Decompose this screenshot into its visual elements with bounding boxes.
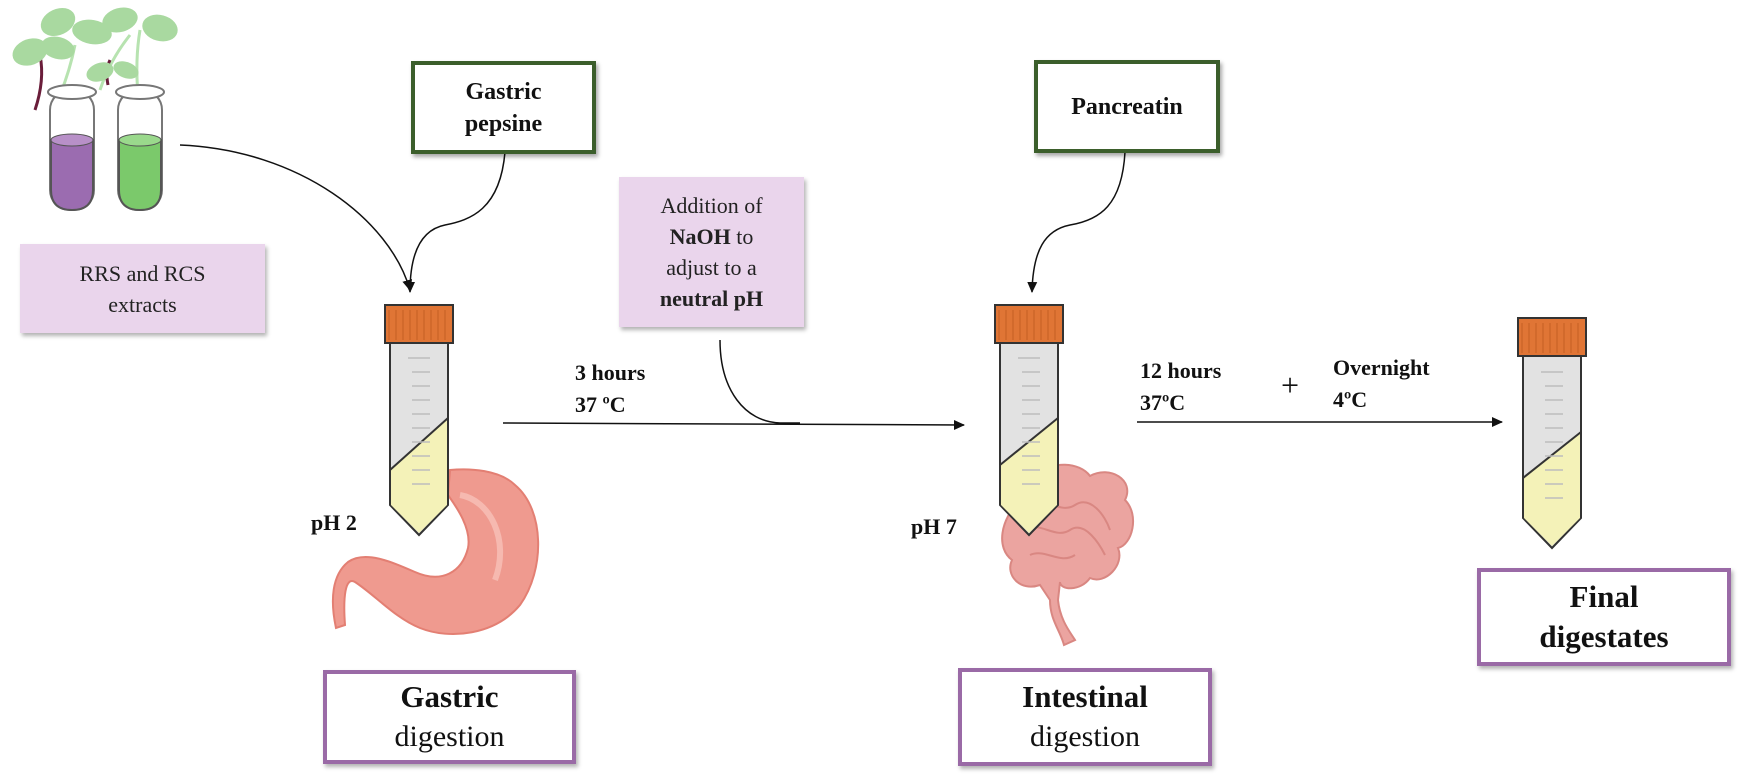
ph-gastric: pH 2 xyxy=(311,510,357,535)
gastric-tube-icon xyxy=(384,304,454,537)
naoh-note-naoh: NaOH xyxy=(669,224,731,249)
gastric-pepsine-line2: pepsine xyxy=(464,110,543,137)
plus-sign: + xyxy=(1281,367,1300,403)
naoh-note-line2: NaOH to xyxy=(670,221,754,252)
naoh-note-box: Addition of NaOH to adjust to a neutral … xyxy=(619,177,804,327)
naoh-note-to: to xyxy=(730,224,754,249)
intestinal-digestion-subtitle: digestion xyxy=(1030,720,1140,753)
naoh-note-line1: Addition of xyxy=(660,193,763,218)
gastric-pepsine-box: Gastric pepsine xyxy=(411,61,596,154)
ph-intestinal: pH 7 xyxy=(911,514,957,539)
stomach-icon xyxy=(331,468,540,635)
extracts-icon xyxy=(12,7,178,212)
pancreatin-box: Pancreatin xyxy=(1034,60,1220,153)
naoh-arrow xyxy=(719,339,800,424)
gastric-digestion-subtitle: digestion xyxy=(394,720,505,753)
extracts-arrow xyxy=(179,144,413,291)
gastric-to-intestinal-arrow xyxy=(502,419,965,430)
final-tube-icon xyxy=(1517,317,1587,550)
pancreatin-arrow xyxy=(1027,151,1126,293)
extracts-label: RRS and RCS extracts xyxy=(79,260,206,317)
intestinal-digestion-box: Intestinal digestion xyxy=(958,668,1212,766)
gastric-temp: 37 ºC xyxy=(575,392,626,417)
storage-time: Overnight xyxy=(1333,355,1430,380)
gastric-time: 3 hours xyxy=(575,360,646,385)
intestinal-digestion-title: Intestinal xyxy=(1022,679,1148,714)
intestinal-tube-icon xyxy=(994,304,1064,537)
intestinal-temp: 37ºC xyxy=(1140,390,1186,415)
final-digestates-line2: digestates xyxy=(1539,619,1669,654)
gastric-digestion-box: Gastric digestion xyxy=(323,670,576,764)
naoh-note-line3: adjust to a xyxy=(666,255,757,280)
naoh-note-neutral-ph: neutral pH xyxy=(659,286,764,311)
intestinal-time: 12 hours xyxy=(1140,358,1222,383)
storage-temp: 4ºC xyxy=(1333,387,1368,412)
gastric-pepsine-line1: Gastric xyxy=(465,78,542,105)
pepsine-arrow xyxy=(405,151,506,293)
final-digestates-box: Final digestates xyxy=(1477,568,1731,666)
final-digestates-line1: Final xyxy=(1569,579,1639,614)
gastric-digestion-title: Gastric xyxy=(400,679,499,714)
pancreatin-label: Pancreatin xyxy=(1071,93,1183,120)
extracts-label-box: RRS and RCS extracts xyxy=(20,244,265,333)
